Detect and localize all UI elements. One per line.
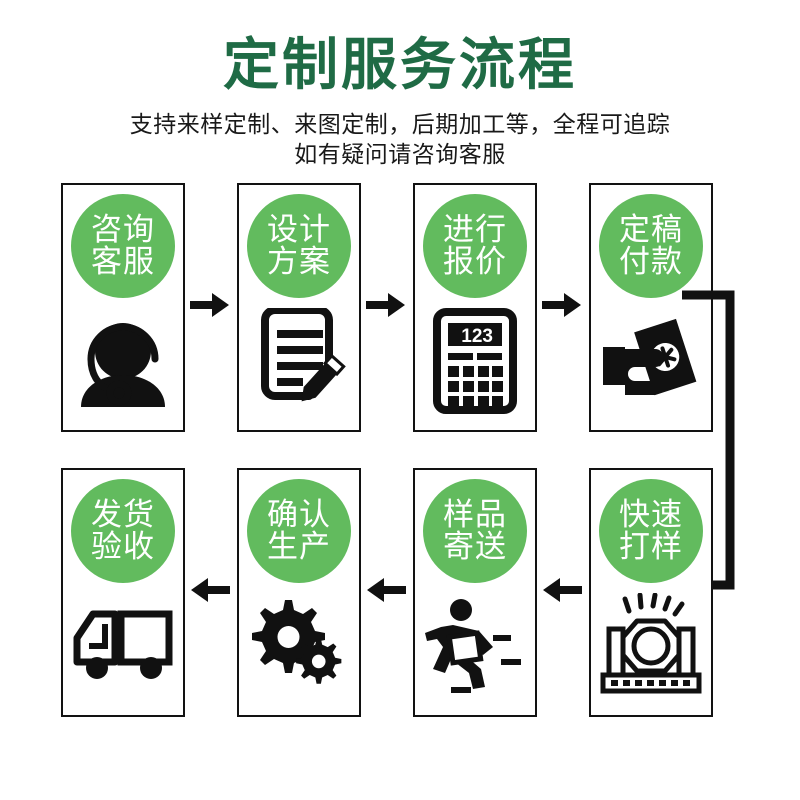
- arrow-step3-to-step4: [542, 292, 582, 318]
- gears-icon: [239, 583, 359, 715]
- flow-step-shipping-acceptance[interactable]: 发货 验收: [61, 468, 185, 718]
- step-label-line1: 快速: [619, 496, 683, 532]
- step-label-line1: 确认: [267, 496, 331, 532]
- step-label-line1: 样品: [443, 496, 507, 532]
- step-badge: 进行 报价: [423, 194, 527, 299]
- step-badge: 咨询 客服: [71, 194, 175, 299]
- flow-step-consult-service[interactable]: 咨询 客服: [61, 183, 185, 433]
- step-label-line2: 付款: [619, 244, 683, 280]
- hand-money-icon: [591, 298, 711, 430]
- step-label-line1: 定稿: [619, 211, 683, 247]
- step-badge: 发货 验收: [71, 479, 175, 584]
- step-label-line2: 客服: [91, 244, 155, 280]
- arrow-step7-to-step8: [190, 577, 230, 603]
- step-label-line1: 咨询: [91, 211, 155, 247]
- document-pencil-icon: [239, 298, 359, 430]
- step-label-line2: 寄送: [443, 529, 507, 565]
- step-label-line1: 设计: [267, 211, 331, 247]
- arrow-step5-to-step6: [542, 577, 582, 603]
- running-courier-icon: [415, 583, 535, 715]
- step-label-line2: 打样: [619, 529, 683, 565]
- step-label-line2: 生产: [267, 529, 331, 565]
- page-title: 定制服务流程: [223, 33, 577, 96]
- flow-step-finalize-payment[interactable]: 定稿 付款: [589, 183, 713, 433]
- subtitle-line-1: 支持来样定制、来图定制，后期加工等，全程可追踪: [129, 110, 671, 137]
- step-label-line2: 报价: [443, 244, 507, 280]
- step-badge: 定稿 付款: [599, 194, 703, 299]
- delivery-truck-icon: [63, 583, 183, 715]
- step-badge: 设计 方案: [247, 194, 351, 299]
- flow-step-quotation[interactable]: 进行 报价 123: [413, 183, 537, 433]
- subtitle-line-2: 如有疑问请咨询客服: [294, 141, 506, 168]
- step-label-line1: 发货: [91, 496, 155, 532]
- page-subtitle: 支持来样定制、来图定制，后期加工等，全程可追踪 如有疑问请咨询客服: [0, 109, 800, 170]
- step-badge: 样品 寄送: [423, 479, 527, 584]
- arrow-step1-to-step2: [190, 292, 230, 318]
- page-header: 定制服务流程 支持来样定制、来图定制，后期加工等，全程可追踪 如有疑问请咨询客服: [0, 0, 800, 169]
- arrow-step6-to-step7: [366, 577, 406, 603]
- calculator-display-text: 123: [461, 326, 493, 347]
- step-label-line2: 方案: [267, 244, 331, 280]
- arrow-step2-to-step3: [366, 292, 406, 318]
- flow-step-rapid-prototyping[interactable]: 快速 打样: [589, 468, 713, 718]
- process-flow: 咨询 客服 设计 方案: [0, 175, 800, 775]
- calculator-icon: 123: [415, 298, 535, 430]
- headset-support-icon: [63, 298, 183, 430]
- press-machine-icon: [591, 583, 711, 715]
- flow-step-sample-delivery[interactable]: 样品 寄送: [413, 468, 537, 718]
- step-badge: 确认 生产: [247, 479, 351, 584]
- flow-step-confirm-production[interactable]: 确认 生产: [237, 468, 361, 718]
- step-label-line1: 进行: [443, 211, 507, 247]
- flow-step-design-plan[interactable]: 设计 方案: [237, 183, 361, 433]
- step-label-line2: 验收: [91, 529, 155, 565]
- step-badge: 快速 打样: [599, 479, 703, 584]
